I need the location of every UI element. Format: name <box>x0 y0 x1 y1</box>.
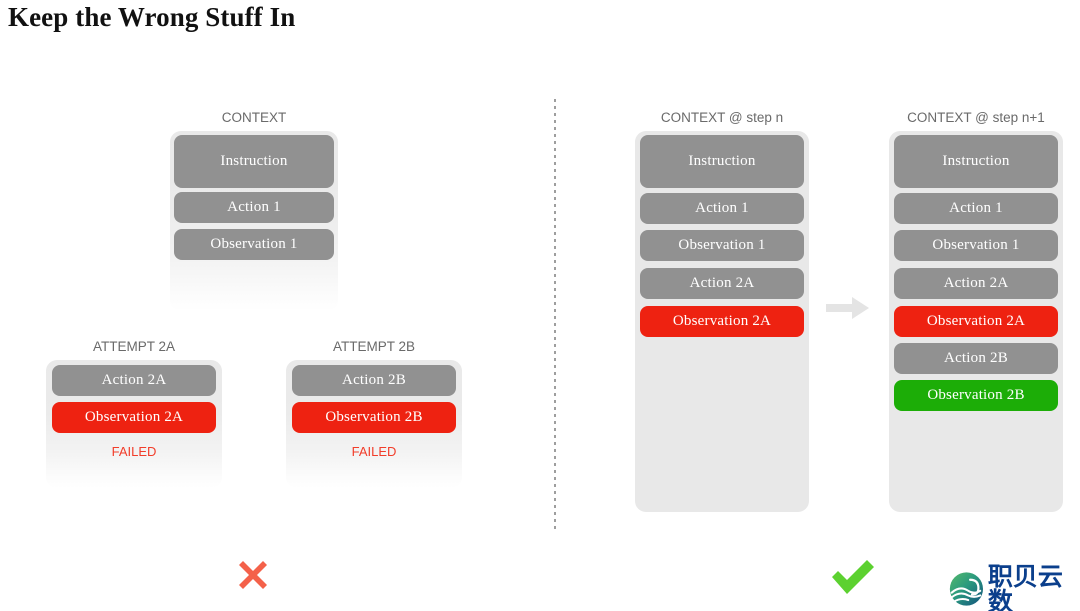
chip-observation-2a[interactable]: Observation 2A <box>52 402 216 433</box>
vertical-dotted-divider <box>554 99 556 531</box>
chip-observation-2b[interactable]: Observation 2B <box>894 380 1058 411</box>
chip-action-2b[interactable]: Action 2B <box>894 343 1058 374</box>
chip-action-1[interactable]: Action 1 <box>174 192 334 223</box>
chip-action-1[interactable]: Action 1 <box>640 193 804 224</box>
left-context-caption: CONTEXT <box>221 110 287 125</box>
chip-action-2a[interactable]: Action 2A <box>640 268 804 299</box>
chip-instruction[interactable]: Instruction <box>640 135 804 188</box>
logo-text: 职贝云数 <box>987 562 1063 611</box>
wave-circle-logo-icon <box>949 572 984 606</box>
step-n-panel: Instruction Action 1 Observation 1 Actio… <box>635 131 809 512</box>
check-icon <box>829 556 877 601</box>
chip-action-2b[interactable]: Action 2B <box>292 365 456 396</box>
step-n-plus-1-panel: Instruction Action 1 Observation 1 Actio… <box>889 131 1063 512</box>
chip-observation-2a[interactable]: Observation 2A <box>894 306 1058 337</box>
page-title: Keep the Wrong Stuff In <box>8 2 296 32</box>
brand-logo: 职贝云数 <box>948 564 1080 611</box>
chip-action-2a[interactable]: Action 2A <box>52 365 216 396</box>
chip-observation-1[interactable]: Observation 1 <box>174 229 334 260</box>
chip-observation-2a[interactable]: Observation 2A <box>640 306 804 337</box>
chip-observation-1[interactable]: Observation 1 <box>894 230 1058 261</box>
chip-instruction[interactable]: Instruction <box>174 135 334 188</box>
chip-instruction[interactable]: Instruction <box>894 135 1058 188</box>
chip-action-1[interactable]: Action 1 <box>894 193 1058 224</box>
chip-observation-2b[interactable]: Observation 2B <box>292 402 456 433</box>
chip-observation-1[interactable]: Observation 1 <box>640 230 804 261</box>
left-context-panel: Instruction Action 1 Observation 1 <box>170 131 338 311</box>
cross-icon <box>232 554 274 601</box>
attempt-2a-status: FAILED <box>111 444 157 459</box>
right-arrow-icon <box>826 296 870 325</box>
attempt-2b-panel: Action 2B Observation 2B FAILED <box>286 360 462 488</box>
attempt-2b-status: FAILED <box>351 444 397 459</box>
attempt-2b-caption: ATTEMPT 2B <box>332 339 415 354</box>
attempt-2a-panel: Action 2A Observation 2A FAILED <box>46 360 222 488</box>
attempt-2a-caption: ATTEMPT 2A <box>92 339 175 354</box>
step-n-plus-1-caption: CONTEXT @ step n+1 <box>907 110 1045 125</box>
chip-action-2a[interactable]: Action 2A <box>894 268 1058 299</box>
step-n-caption: CONTEXT @ step n <box>660 110 784 125</box>
